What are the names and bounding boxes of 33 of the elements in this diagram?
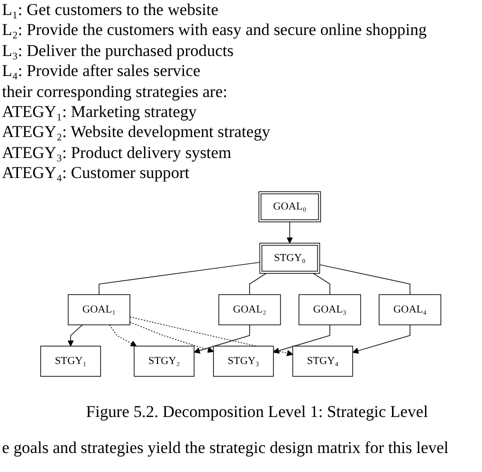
text-line: e goals and strategies yield the strategic design matrix for this level	[2, 438, 449, 458]
process-box: STGY₄	[292, 345, 354, 376]
text-line: L₄: Provide after sales service	[2, 61, 200, 82]
process-box: GOAL₄	[379, 294, 442, 325]
text-line: their corresponding strategies are:	[2, 82, 228, 102]
text-line: ATEGY₄: Customer support	[2, 163, 190, 184]
process-box: STGY₃	[213, 345, 274, 376]
connector-line	[98, 262, 260, 295]
text-line: ATEGY₃: Product delivery system	[2, 142, 232, 164]
process-box: GOAL₁	[68, 294, 130, 325]
dashed-arrow	[109, 324, 137, 346]
double-bordered-box: GOAL₀	[258, 190, 322, 222]
process-box: GOAL₃	[298, 294, 362, 325]
process-box: GOAL₂	[218, 294, 282, 325]
text-line: ATEGY₁: Marketing strategy	[2, 102, 197, 122]
arrow	[286, 221, 294, 244]
text-line: L₃: Deliver the purchased products	[2, 40, 234, 62]
text-line: L₁: Get customers to the website	[2, 0, 218, 20]
arrow	[68, 324, 83, 346]
text-line: L₂: Provide the customers with easy and secure online shopping	[2, 20, 427, 41]
connector-line	[250, 272, 267, 295]
connector-line	[313, 272, 330, 295]
double-bordered-box: STGY₀	[260, 242, 320, 274]
dashed-arrow	[130, 316, 294, 356]
dashed-arrow	[130, 321, 214, 352]
arrow	[273, 324, 330, 354]
process-box: STGY₂	[134, 345, 195, 376]
process-box: STGY₁	[40, 345, 102, 376]
arrow	[352, 324, 411, 354]
text-line: ATEGY₂: Website development strategy	[2, 122, 270, 143]
connector-line	[320, 264, 411, 295]
figure-caption: Figure 5.2. Decomposition Level 1: Strategic Level	[86, 402, 428, 422]
arrow	[194, 324, 250, 354]
